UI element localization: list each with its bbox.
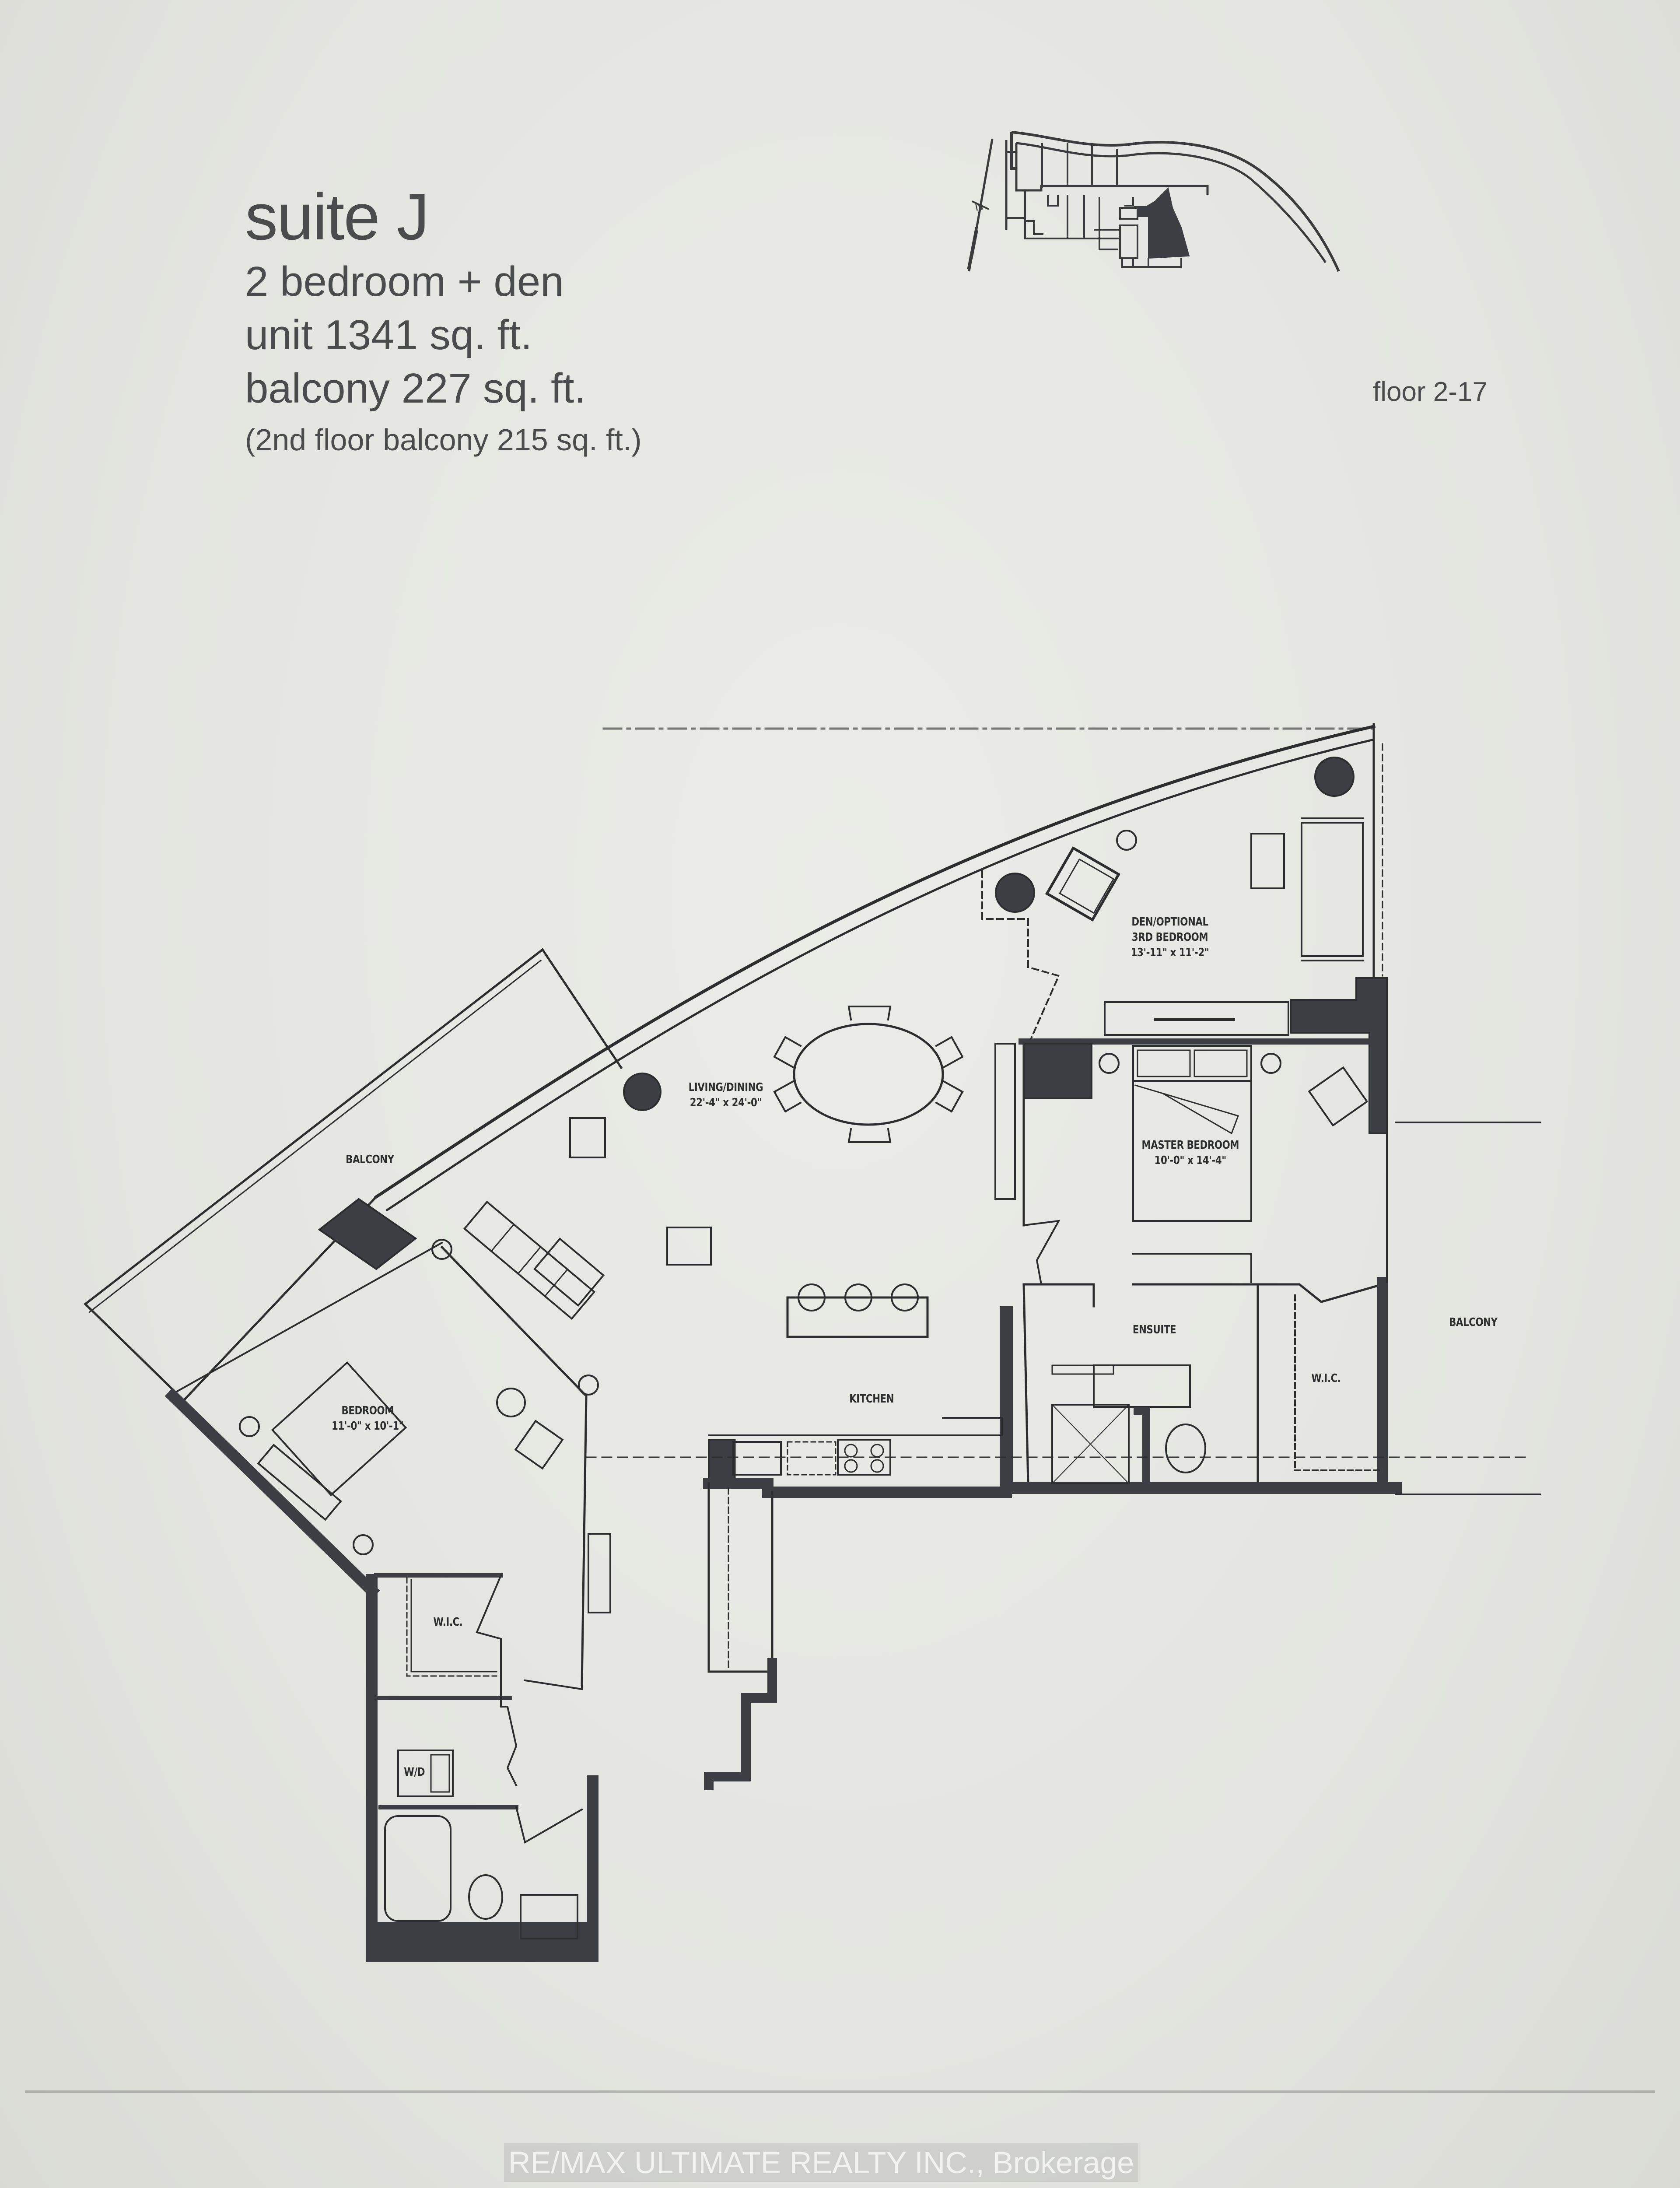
floor-range-label: floor 2-17 [1373,377,1488,407]
bed-icon [271,1361,407,1497]
living-dining-furniture [318,1006,964,1470]
second-floor-balcony-note: (2nd floor balcony 215 sq. ft.) [245,423,642,457]
room-label-living-dining: LIVING/DINING 22'-4" x 24'-0" [688,1081,763,1110]
unit-area: unit 1341 sq. ft. [245,312,532,358]
lamp-icon [1116,830,1137,851]
west-balcony [84,948,623,1402]
room-label-kitchen: KITCHEN [849,1392,894,1406]
chair-icon [666,1227,712,1266]
room-label-bedroom-wic: W.I.C. [433,1616,463,1629]
headboard-icon [257,1444,342,1521]
bedroom-service-block [366,1573,598,1962]
room-label-master-wic: W.I.C. [1311,1372,1341,1385]
lamp-icon [1260,1053,1281,1074]
bathroom-vanity-icon [520,1894,578,1939]
washer-dryer-icon [397,1750,454,1797]
curtain-wall [374,723,1383,1212]
suite-title: suite J [245,180,430,253]
lamp-icon [353,1534,374,1555]
armchair-icon [514,1420,564,1470]
room-label-ensuite: ENSUITE [1132,1323,1176,1336]
bathtub-icon [384,1815,452,1922]
sofa-bed-icon [1301,822,1364,957]
sink-icon [732,1441,782,1476]
room-label-den: DEN/OPTIONAL 3RD BEDROOM 13'-11" x 11'-2… [1130,915,1209,960]
bedroom-count: 2 bedroom + den [245,258,564,305]
closet-icon [1104,1001,1289,1036]
structural-column-icon [1314,757,1354,797]
bed-icon [1132,1080,1252,1222]
room-label-master-bedroom: MASTER BEDROOM 10'-0" x 14'-4" [1141,1139,1239,1168]
armchair-icon [1308,1066,1368,1127]
room-label-west-balcony: BALCONY [346,1153,394,1166]
north-arrow-icon: N [967,139,994,272]
toilet-icon [468,1874,503,1920]
structural-column-icon [995,873,1035,913]
dishwasher-icon [787,1441,836,1476]
headboard-icon [1132,1045,1252,1082]
highlighted-suite-j [1134,187,1190,259]
title-block: suite J 2 bedroom + den unit 1341 sq. ft… [245,184,642,455]
side-table-icon [1250,833,1285,889]
kitchen-island-icon [786,1296,929,1338]
sofa-icon [463,1200,596,1320]
master-bedroom [994,1038,1372,1286]
lamp-icon [578,1375,599,1396]
ensuite-block [1000,1122,1541,1495]
room-label-east-balcony: BALCONY [1449,1316,1498,1329]
vanity-icon [1093,1364,1191,1408]
toilet-icon [1165,1424,1206,1473]
lamp-icon [431,1239,452,1260]
balcony-area: balcony 227 sq. ft. [245,365,586,412]
room-label-washer-dryer: W/D [404,1766,425,1779]
side-table-icon [496,1388,526,1417]
bedroom-room [164,1241,611,1686]
structural-column-icon [623,1073,662,1111]
kitchen-counter [585,1417,1532,1790]
building-key-plan: N [967,131,1340,272]
lamp-icon [1099,1053,1120,1074]
room-label-bedroom: BEDROOM 11'-0" x 10'-1" [332,1404,404,1433]
armchair-icon [1045,846,1121,922]
brokerage-watermark: RE/MAX ULTIMATE REALTY INC., Brokerage [504,2143,1139,2182]
dining-table-icon [793,1023,944,1126]
chair-icon [569,1117,606,1158]
lamp-icon [239,1416,260,1437]
closet-door-icon [588,1533,611,1613]
coffee-table-icon [533,1237,605,1307]
